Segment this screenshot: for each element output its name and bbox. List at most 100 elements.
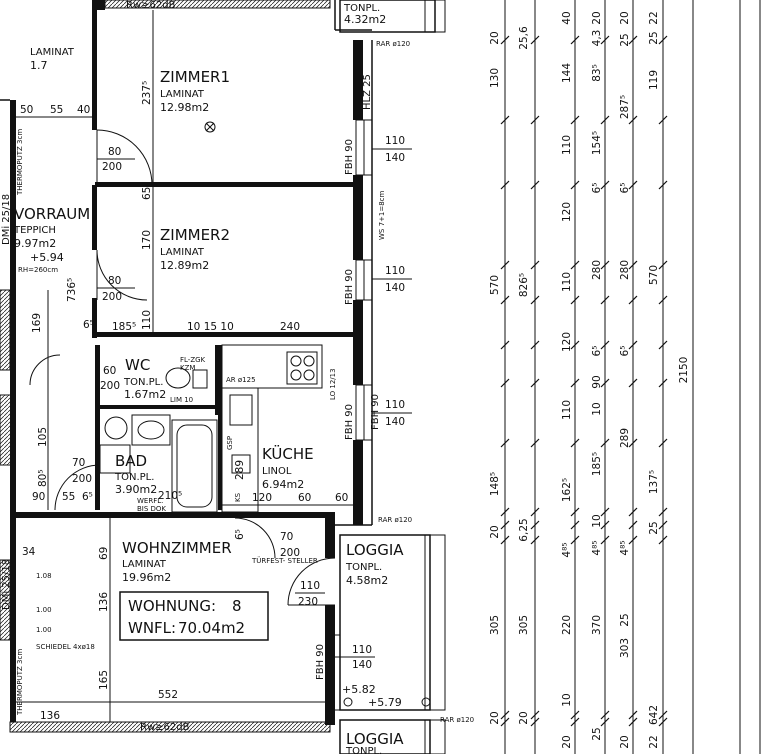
dimension-tick [500,535,510,545]
chain-dimension-label: 130 [489,68,501,88]
dimension-tick [658,115,668,125]
chain-dimension-label: 25 [619,33,631,46]
door-dim-h: 200 [280,547,300,559]
chain-dimension-label: 289 [619,428,631,448]
chain-dimension-label: 10 [591,402,603,415]
dim: 55 [50,104,63,116]
door-dim-w: 110 [385,135,405,147]
dim: 136 [98,592,110,612]
room-floor: TONPL. [345,746,382,754]
dimension-tick [530,115,540,125]
room-name: ZIMMER1 [160,68,230,86]
chain-dimension-label: 40 [561,11,573,24]
chain-dimension-label: 144 [561,63,573,83]
room-floor: LAMINAT [160,89,205,100]
dimension-tick [600,340,610,350]
room-name: LOGGIA [346,730,404,748]
dim: 1.08 [36,572,52,580]
chain-dimension-label: 305 [518,615,530,635]
fbh-1: FBH 90 [344,139,355,175]
chain-dimension-label: 20 [619,11,631,24]
chain-dimension-label: 303 [619,638,631,658]
dimension-tick [500,710,510,720]
fbh-5: FBH 90 [370,394,381,430]
schiedel: SCHIEDEL 4xø18 [36,643,95,651]
dim: 6⁵ [82,491,93,503]
dim: 65 [141,187,153,200]
dim: 105 [37,427,49,447]
dim: 50 [20,104,33,116]
chain-dimension-label: 280 [619,260,631,280]
dimension-tick [628,115,638,125]
dim: 1.00 [36,626,52,634]
door-dim-h: 200 [100,380,120,392]
level-579: +5.79 [368,696,402,709]
dimension-tick [570,115,580,125]
room-wc: WC TON.PL. 1.67m2 [123,356,166,401]
room-floor: LAMINAT [160,247,205,258]
door-dim-w: 110 [385,265,405,277]
wnfl-label: WNFL: [128,619,176,637]
room-zimmer2: ZIMMER2 LAMINAT 12.89m2 [160,226,230,272]
chain-dimension-label: 25,6 [518,26,530,50]
dim: 736⁵ [66,278,78,302]
walls [0,0,446,754]
dim: 170 [141,230,153,250]
room-area: 1.67m2 [124,388,166,401]
dimension-tick [628,378,638,388]
room-floor: TONPL. [343,3,380,14]
room-area: 12.89m2 [160,259,209,272]
level-582: +5.82 [342,683,376,696]
dimension-tick [570,520,580,530]
dimension-tick [658,535,668,545]
dimension-tick [530,520,540,530]
room-bad: BAD TON.PL. 3.90m2 [114,452,157,496]
dmi-2: DMi 25/18 [1,559,12,610]
dimension-tick [500,717,510,727]
dimension-tick [530,340,540,350]
dimension-tick [500,35,510,45]
room-floor: LINOL [262,466,292,477]
chain-dimension-label: 570 [489,275,501,295]
room-area: 9.97m2 [14,237,56,250]
door-dim-w: 70 [72,457,85,469]
chain-dimension-label: 110 [561,400,573,420]
chain-dimension-label: 110 [561,135,573,155]
thermoputz-2: THERMOPUTZ 3cm [16,649,24,716]
chain-dimension-label: 148⁵ [489,472,501,496]
dimension-tick [500,295,510,305]
dim: 240 [280,321,300,333]
dimension-tick [628,260,638,270]
room-vorraum: VORRAUM TEPPICH 9.97m2 +5.94 RH=260cm [13,205,90,274]
dim: 110 [141,310,153,330]
dimension-tick [600,438,610,448]
dmi-1: DMi 25/18 [1,194,12,245]
dim: 6⁵ [83,319,94,331]
dimension-tick [500,260,510,270]
chain-dimension-label: 25 [648,31,660,44]
hlz: HLZ 25 [362,74,373,110]
dimension-tick [658,520,668,530]
dimension-tick [530,507,540,517]
dimension-tick [658,180,668,190]
chain-dimension-label: 20 [489,525,501,538]
chain-dimension-label: 2150 [678,357,690,384]
room-name: LOGGIA [346,541,404,559]
dimension-tick [570,535,580,545]
werfl: WERFL. [137,497,163,505]
room-area: 3.90m2 [115,483,157,496]
room-area: 6.94m2 [262,478,304,491]
room-floor: TEPPICH [13,225,56,236]
chain-dimension-label: 22 [648,11,660,24]
chain-dimension-label: 10 [591,514,603,527]
room-floor: TON.PL. [123,377,163,388]
door-dim-w: 110 [300,580,320,592]
chain-dimension-label: 4,3 [591,30,603,47]
dimension-chains: 20130570148⁵203052025,6826⁵6,25305204014… [489,0,761,754]
dimension-tick [628,295,638,305]
dimension-tick [530,295,540,305]
dimension-tick [628,535,638,545]
dimension-tick [600,378,610,388]
dimension-tick [500,180,510,190]
